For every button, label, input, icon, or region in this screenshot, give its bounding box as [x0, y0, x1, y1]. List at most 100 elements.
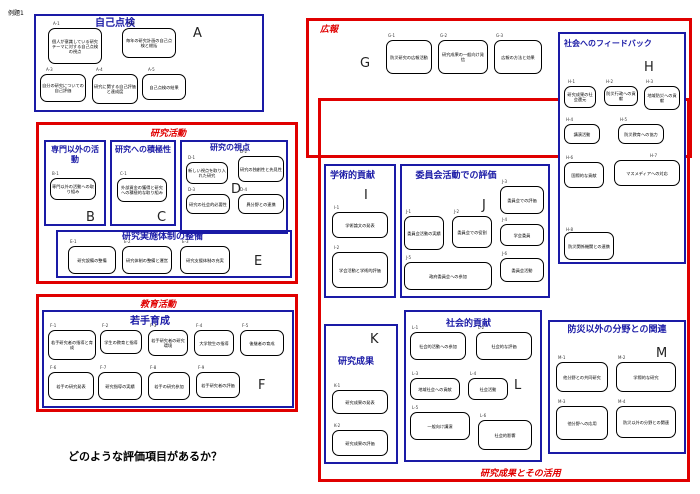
node-f9: 若手研究者の評価	[196, 372, 240, 398]
group-a	[34, 14, 264, 112]
group-b-title: 専門以外の活動	[51, 145, 99, 164]
node-h5: 防災教育への協力	[618, 124, 664, 144]
node-m1: 他分野との共同研究	[556, 362, 608, 392]
node-a4: 研究に関する自己評価と達成度	[92, 74, 138, 104]
node-e3: 研究支援体制の充実	[180, 246, 230, 274]
group-c-title: 研究への積極性	[115, 145, 171, 154]
node-d1: 新しい視点を取り入れた研究	[186, 162, 228, 184]
group-f-letter: F	[258, 378, 266, 393]
node-h3: 地域防災への貢献	[644, 86, 680, 110]
node-i2: 学会活動と学術的評価	[332, 252, 388, 288]
node-g1: 防災研究の広報活動	[386, 40, 432, 74]
group-h-letter: H	[644, 60, 654, 75]
region-education-activities-title: 教育活動	[140, 300, 177, 310]
node-f8: 若手の研究参加	[148, 372, 190, 400]
node-h7: マスメディアへの対応	[614, 160, 680, 186]
node-h8: 防災関係機関との連携	[564, 232, 614, 260]
group-e-title: 研究実施体制の整備	[122, 232, 204, 242]
group-h	[558, 32, 686, 264]
node-f6: 若手の研究発表	[48, 372, 94, 400]
node-h1: 研究成果の社会還元	[564, 86, 596, 108]
node-h4: 講演活動	[564, 124, 600, 144]
node-g3: 広報の方法と効果	[494, 40, 542, 74]
node-f5: 後継者の育成	[240, 330, 284, 356]
group-l-letter: L	[514, 378, 522, 393]
node-m2: 学際的な研究	[616, 362, 676, 392]
node-d2: 研究の独創性と先見性	[238, 156, 284, 182]
group-m-title: 防災以外の分野との関連	[567, 325, 667, 335]
node-a2: 毎年の研究計画の自己点検と総括	[122, 28, 176, 58]
node-j6: 委員会活動	[500, 258, 544, 282]
region-research-results-use	[318, 98, 690, 482]
node-l6: 社会的影響	[478, 420, 532, 450]
group-k	[324, 324, 398, 464]
group-f	[42, 310, 294, 408]
group-b-letter: B	[86, 210, 95, 225]
node-f4: 大学院生の指導	[194, 330, 234, 356]
group-a-title: 自己点検	[95, 18, 135, 29]
region-education-activities	[36, 294, 298, 412]
node-c1: 外部資金の獲得と研究への積極的な取り組み	[117, 178, 167, 202]
group-m	[548, 320, 686, 454]
node-b1: 専門以外の活動への取り組み	[50, 178, 96, 200]
node-m3: 他分野への応用	[556, 406, 608, 440]
group-c-letter: C	[157, 210, 167, 225]
group-a-letter: A	[193, 26, 202, 41]
region-research-activities-title: 研究活動	[150, 129, 187, 139]
node-j4: 学会委員	[500, 224, 544, 246]
group-j-title: 委員会活動での評価	[415, 171, 497, 181]
node-e1: 研究設備の整備	[68, 246, 116, 274]
group-d-title: 研究の視点	[210, 143, 250, 152]
node-d4: 異分野との連携	[238, 194, 284, 214]
group-b	[44, 140, 106, 226]
node-a5: 自己点検の結果	[142, 74, 186, 100]
group-d-letter: D	[231, 182, 242, 197]
node-a3: 自分の研究についての自己評価	[40, 74, 86, 102]
group-l	[404, 310, 542, 462]
group-f-title: 若手育成	[130, 316, 170, 327]
node-h2: 防災行政への貢献	[604, 86, 638, 106]
group-h-title: 社会へのフィードバック	[564, 39, 652, 48]
group-i-letter: I	[364, 188, 368, 203]
group-l-title: 社会的貢献	[446, 319, 492, 329]
node-k1: 研究成果の発表	[332, 390, 388, 414]
node-j3: 委員会での評価	[500, 186, 544, 214]
node-l3: 地域社会への貢献	[410, 378, 460, 400]
node-l4: 社会活動	[468, 378, 508, 400]
group-e	[56, 230, 292, 278]
node-h6: 国際的な貢献	[564, 162, 604, 188]
group-j-letter: J	[482, 198, 486, 213]
node-e2: 研究体制の整備と運営	[122, 246, 172, 274]
region-research-activities	[36, 122, 298, 284]
group-i-title: 学術的貢献	[330, 171, 376, 181]
node-d3: 研究の社会的必要性	[186, 194, 230, 214]
node-f7: 研究指導の実績	[98, 372, 142, 400]
region-research-results-use-title: 研究成果とその活用	[480, 469, 561, 479]
region-public-relations-title: 広報	[320, 25, 339, 35]
group-g-letter: G	[360, 56, 371, 71]
node-f2: 学生の教育と指導	[100, 330, 142, 354]
node-m4: 防災以外の分野との関連	[616, 406, 676, 438]
group-c	[110, 140, 176, 226]
node-l1: 社会的活動への参加	[410, 332, 466, 360]
group-m-letter: M	[656, 346, 668, 361]
node-l2: 社会的な評価	[476, 332, 532, 360]
group-k-title: 研究成果	[338, 357, 375, 367]
group-j	[400, 164, 550, 298]
group-e-letter: E	[254, 254, 263, 269]
node-j1: 委員会活動の実績	[404, 216, 444, 250]
group-i	[324, 164, 396, 298]
node-l5: 一般向け講演	[410, 412, 470, 440]
node-k2: 研究成果の評価	[332, 430, 388, 456]
node-j5: 政府委員会への参加	[404, 262, 492, 290]
node-j2: 委員会での役割	[452, 216, 492, 248]
node-g2: 研究成果の一般向け発信	[438, 40, 488, 74]
region-public-relations	[306, 18, 692, 158]
group-d	[180, 140, 288, 234]
node-a1: 個人が意識している研究テーマに対する自己点検の視点	[48, 28, 102, 64]
question-text: どのような評価項目があるか？	[68, 450, 222, 463]
group-k-letter: K	[370, 332, 379, 347]
node-f1: 若手研究者の指導と育成	[48, 330, 96, 360]
node-f3: 若手研究者の研究環境	[148, 330, 188, 356]
node-i1: 学術論文の発表	[332, 212, 388, 238]
